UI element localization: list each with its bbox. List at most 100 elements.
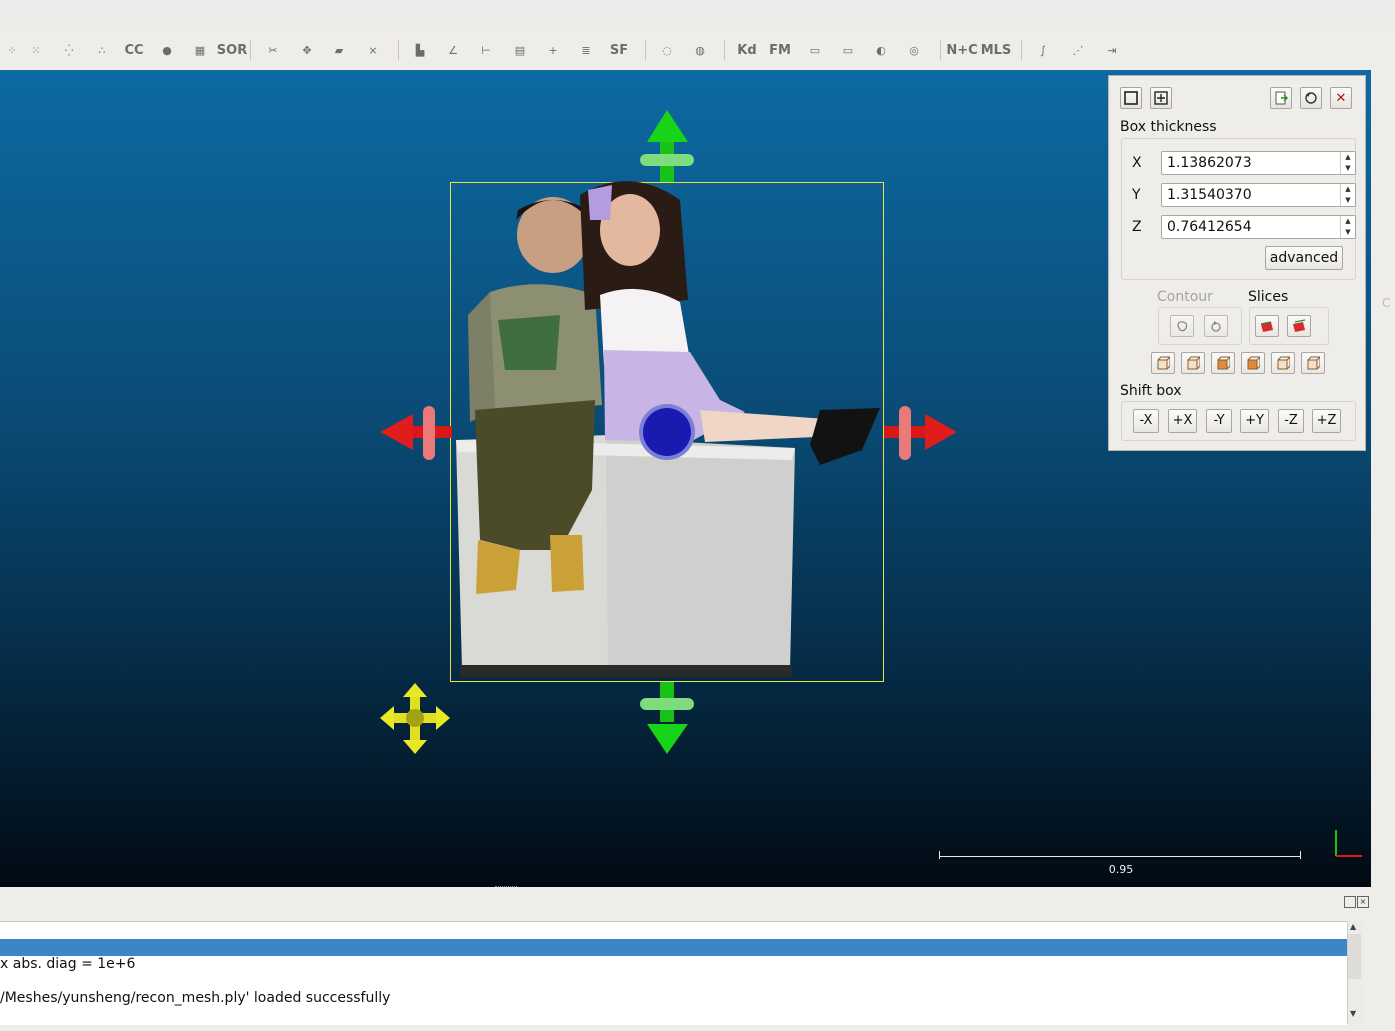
kd-icon[interactable]: Kd: [737, 42, 757, 58]
sphere-icon[interactable]: ◐: [876, 43, 886, 57]
splitter-handle[interactable]: [495, 886, 517, 890]
noise-filter-icon[interactable]: ∴: [98, 43, 106, 57]
calculator-icon[interactable]: ▤: [514, 43, 526, 57]
resample-icon[interactable]: ⁛: [64, 43, 74, 57]
dock-close-icon[interactable]: ×: [1357, 896, 1369, 908]
toolbar-separator: [1021, 40, 1022, 60]
export-icon[interactable]: ⇥: [1107, 43, 1117, 57]
align-icon[interactable]: ⨯: [368, 43, 378, 57]
translate-icon[interactable]: ✥: [302, 43, 312, 57]
extract-contour-button[interactable]: [1170, 315, 1194, 337]
globe-icon[interactable]: ◎: [909, 43, 919, 57]
move-handles-icon: [1154, 91, 1168, 105]
box-thickness-group: X 1.13862073 ▲▼ Y 1.31540370 ▲▼ Z 0.7641…: [1121, 138, 1356, 280]
mls-icon[interactable]: MLS: [980, 42, 1012, 58]
dock-float-icon[interactable]: [1344, 896, 1356, 908]
square-icon: [1124, 91, 1138, 105]
z-label: Z: [1132, 219, 1142, 235]
shift-button-minus-y[interactable]: -Y: [1206, 409, 1232, 433]
csv-icon[interactable]: ▭: [842, 43, 854, 57]
repeat-contour-button[interactable]: [1204, 315, 1228, 337]
subsample-icon[interactable]: ⁙: [31, 43, 41, 57]
side-dock-label: C: [1382, 296, 1391, 310]
x-label: X: [1132, 155, 1142, 171]
advanced-button[interactable]: advanced: [1265, 246, 1343, 270]
n-c-icon[interactable]: N+C: [946, 42, 978, 58]
sor-icon[interactable]: SOR: [216, 42, 248, 58]
slice-icon: [1260, 321, 1273, 332]
close-icon: ✕: [1335, 90, 1347, 106]
shift-button-plusminus-z[interactable]: +Z: [1312, 409, 1341, 433]
multi-slice-icon: [1293, 319, 1306, 332]
sample-points-icon[interactable]: ⁘: [7, 43, 17, 57]
reset-box-button[interactable]: [1300, 87, 1322, 109]
y-thickness-value: 1.31540370: [1167, 187, 1252, 203]
console-scroll-thumb[interactable]: [1348, 934, 1361, 979]
reset-icon: [1305, 92, 1317, 104]
x-spin-arrows[interactable]: ▲▼: [1340, 152, 1355, 174]
repeat-slice-button[interactable]: [1287, 315, 1311, 337]
scroll-up-icon[interactable]: ▲: [1350, 922, 1357, 931]
doc-icon[interactable]: ▭: [809, 43, 821, 57]
shift-button-plusminus-x[interactable]: +X: [1168, 409, 1197, 433]
contour-icon: [1177, 321, 1188, 332]
export-box-button[interactable]: [1270, 87, 1292, 109]
console-log[interactable]: x abs. diag = 1e+6/Meshes/yunsheng/recon…: [0, 921, 1347, 1025]
close-panel-button[interactable]: ✕: [1330, 87, 1352, 109]
cube-view-icon: [1187, 356, 1200, 370]
x-thickness-spinbox[interactable]: 1.13862073 ▲▼: [1161, 151, 1356, 175]
console-line-selected[interactable]: [0, 939, 1347, 956]
view-orientation-button-6[interactable]: [1301, 352, 1325, 374]
plane-icon[interactable]: ▰: [334, 43, 344, 57]
canupo-create-icon[interactable]: ◌: [662, 43, 672, 57]
side-dock-strip: [1371, 70, 1395, 887]
box-mode-button[interactable]: [1120, 87, 1142, 109]
sf-icon[interactable]: SF: [609, 42, 629, 58]
histogram-icon[interactable]: ▙: [415, 43, 425, 57]
scale-bar: [939, 856, 1301, 857]
console-line[interactable]: /Meshes/yunsheng/recon_mesh.ply' loaded …: [0, 990, 391, 1006]
scale-bar-tick-left: [939, 851, 940, 859]
cc-icon[interactable]: CC: [124, 42, 144, 58]
cube-view-icon: [1307, 356, 1320, 370]
console-line[interactable]: x abs. diag = 1e+6: [0, 956, 136, 972]
shift-button-minus-x[interactable]: -X: [1133, 409, 1159, 433]
shift-button-plusminus-y[interactable]: +Y: [1240, 409, 1269, 433]
curve-icon[interactable]: ∠: [448, 43, 458, 57]
clipping-box-panel: ✕ Box thickness X 1.13862073 ▲▼ Y 1.3154…: [1108, 75, 1366, 451]
box-thickness-title: Box thickness: [1120, 119, 1217, 135]
cube-view-icon: [1247, 356, 1260, 370]
z-thickness-spinbox[interactable]: 0.76412654 ▲▼: [1161, 215, 1356, 239]
view-orientation-button-4[interactable]: [1241, 352, 1265, 374]
profile-icon[interactable]: ∫: [1040, 43, 1046, 57]
z-spin-arrows[interactable]: ▲▼: [1340, 216, 1355, 238]
toolbar-separator: [724, 40, 725, 60]
view-orientation-button-3[interactable]: [1211, 352, 1235, 374]
y-thickness-spinbox[interactable]: 1.31540370 ▲▼: [1161, 183, 1356, 207]
scissors-icon[interactable]: ✂: [268, 43, 278, 57]
fill-icon[interactable]: ●: [162, 43, 172, 57]
menu-bar: [0, 0, 1395, 31]
shift-button-minus-z[interactable]: -Z: [1278, 409, 1304, 433]
toolbar-separator: [398, 40, 399, 60]
interactor-mode-button[interactable]: [1150, 87, 1172, 109]
slices-label: Slices: [1248, 289, 1289, 305]
view-orientation-button-1[interactable]: [1151, 352, 1175, 374]
y-spin-arrows[interactable]: ▲▼: [1340, 184, 1355, 206]
view-orientation-button-5[interactable]: [1271, 352, 1295, 374]
fm-icon[interactable]: FM: [769, 42, 791, 58]
shift-box-group: [1121, 401, 1356, 441]
extract-slice-button[interactable]: [1255, 315, 1279, 337]
scatter-icon[interactable]: ⋰: [1072, 43, 1084, 57]
slices-group: [1249, 307, 1329, 345]
canupo-classify-icon[interactable]: ◍: [695, 43, 705, 57]
minmax-icon[interactable]: ⊢: [481, 43, 491, 57]
mesh-render: [380, 110, 1362, 857]
checker-icon[interactable]: ▦: [194, 43, 206, 57]
shift-box-title: Shift box: [1120, 383, 1182, 399]
sf-list-icon[interactable]: ≣: [581, 43, 591, 57]
add-icon[interactable]: +: [548, 43, 558, 57]
view-orientation-button-2[interactable]: [1181, 352, 1205, 374]
scroll-down-icon[interactable]: ▼: [1350, 1009, 1357, 1018]
